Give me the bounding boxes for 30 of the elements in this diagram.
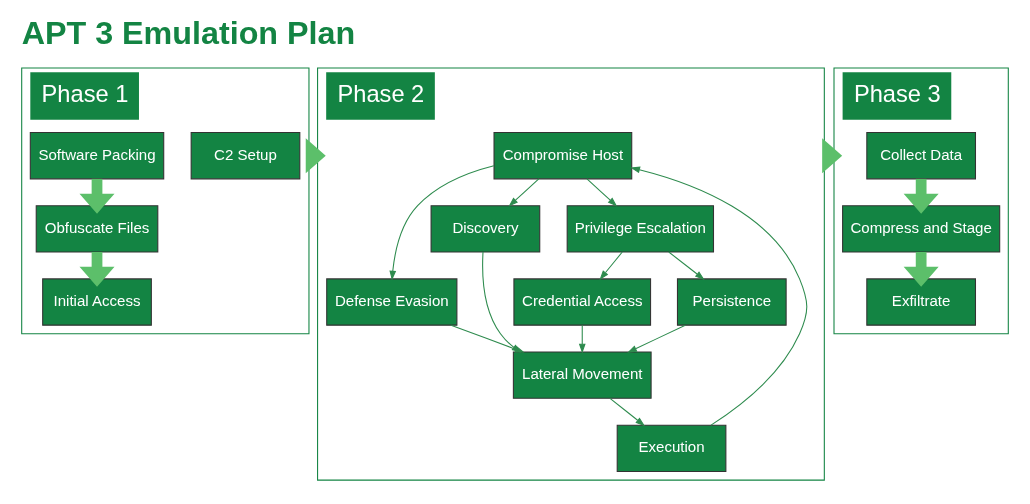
node-box: Exfiltrate — [866, 278, 976, 326]
node-box: Compress and Stage — [842, 205, 1001, 253]
node-box: Collect Data — [866, 132, 976, 180]
node-box: Defense Evasion — [326, 278, 458, 326]
arrow — [79, 178, 115, 214]
node-box: Obfuscate Files — [35, 205, 159, 253]
node-box: Compromise Host — [493, 132, 633, 180]
node-box: Privilege Escalation — [566, 205, 715, 253]
node-box: Persistence — [676, 278, 787, 326]
node-box: Credential Access — [513, 278, 652, 326]
arrow — [389, 165, 495, 281]
arrow — [627, 324, 686, 353]
arrow — [903, 178, 939, 214]
node-box: Execution — [616, 424, 727, 473]
arrow — [578, 324, 586, 354]
arrow — [599, 251, 623, 280]
arrow — [903, 252, 939, 287]
arrow — [508, 178, 540, 207]
arrow — [668, 251, 705, 280]
arrow — [482, 251, 522, 353]
arrow — [79, 252, 115, 287]
arrow — [630, 166, 808, 426]
node-box: Lateral Movement — [512, 351, 652, 399]
node-box: Initial Access — [42, 278, 152, 326]
arrow — [586, 178, 618, 207]
arrow — [609, 397, 646, 427]
node-box: Discovery — [430, 205, 541, 253]
node-box: C2 Setup — [190, 132, 301, 180]
node-box: Software Packing — [29, 132, 165, 180]
diagram-title: APT 3 Emulation Plan — [21, 15, 356, 52]
